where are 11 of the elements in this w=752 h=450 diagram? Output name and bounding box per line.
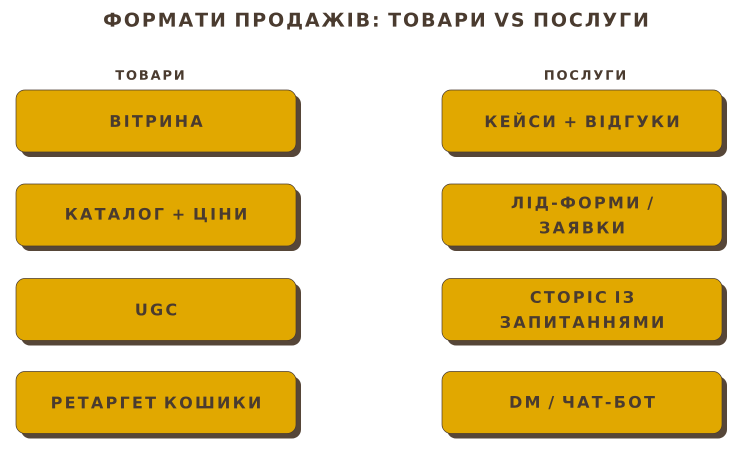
format-box: UGC [16,278,301,346]
column-heading: ПОСЛУГИ [545,70,625,80]
format-box: ВІТРИНА [16,90,301,157]
format-box: КЕЙСИ + ВІДГУКИ [442,90,727,157]
format-box: ЛІД-ФОРМИ / ЗАЯВКИ [442,184,727,251]
format-box: КАТАЛОГ + ЦІНИ [16,184,301,251]
title: ФОРМАТИ ПРОДАЖІВ: ТОВАРИ VS ПОСЛУГИ [104,12,648,30]
format-box: РЕТАРГЕТ КОШИКИ [16,371,301,438]
format-box: СТОРІС ІЗ ЗАПИТАННЯМИ [442,278,727,346]
column-heading: ТОВАРИ [115,70,184,80]
format-box: DM / ЧАТ-БОТ [442,371,727,438]
